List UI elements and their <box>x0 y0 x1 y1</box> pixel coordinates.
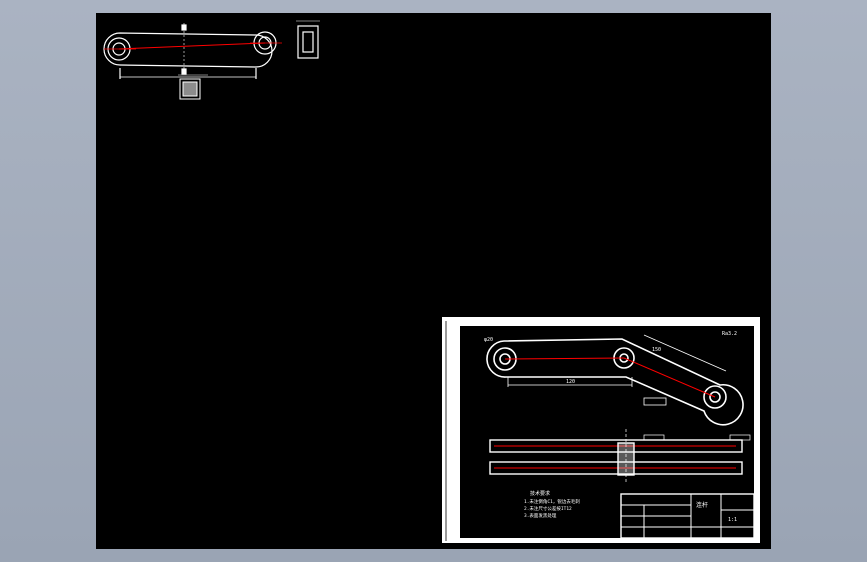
section-hatch <box>182 81 198 97</box>
section-mark-bottom <box>181 68 187 75</box>
cad-model-space[interactable]: 150 120 φ20 Ra3.2 技术要求 1.未注倒角C1，锐边去毛刺 2.… <box>96 13 771 549</box>
side-view-slot <box>302 31 314 53</box>
tech-req-line-1: 1.未注倒角C1，锐边去毛刺 <box>524 498 580 505</box>
bent-right-boss <box>703 385 727 409</box>
dim-label-b: 120 <box>566 379 575 385</box>
front-view-callout-box-a <box>643 434 665 441</box>
side-view-outline <box>297 25 319 59</box>
cad-canvas[interactable]: 150 120 φ20 Ra3.2 技术要求 1.未注倒角C1，锐边去毛刺 2.… <box>96 13 771 549</box>
straight-link-side-view[interactable] <box>296 20 320 59</box>
section-mark-top <box>181 24 187 31</box>
title-block-scale: 1:1 <box>728 517 737 523</box>
drawing-sheet[interactable]: 150 120 φ20 Ra3.2 技术要求 1.未注倒角C1，锐边去毛刺 2.… <box>442 317 760 543</box>
bent-centerline-a <box>504 357 625 360</box>
tech-req-line-3: 3.表面发黑处理 <box>524 512 557 519</box>
tech-req-title: 技术要求 <box>530 490 550 497</box>
bent-link-top-view <box>486 334 744 426</box>
title-block[interactable] <box>620 493 755 539</box>
title-block-name: 连杆 <box>696 501 708 509</box>
straight-link-outline <box>103 32 273 68</box>
bent-link-front-view <box>489 429 751 483</box>
surface-roughness-note: Ra3.2 <box>722 331 737 337</box>
bent-centerline-b <box>623 357 716 398</box>
bent-link-outline <box>486 338 744 426</box>
tolerance-frame <box>643 397 667 406</box>
section-outline <box>179 78 201 100</box>
front-view-callout-box-b <box>729 434 751 441</box>
straight-link-drawing[interactable] <box>103 23 282 79</box>
bent-right-hole <box>709 391 721 403</box>
front-view-lower-bar <box>489 461 743 475</box>
front-view-upper-bar <box>489 439 743 453</box>
straight-link-centerline <box>118 42 266 50</box>
tech-req-line-2: 2.未注尺寸公差按IT12 <box>524 505 572 512</box>
dim-label-a: φ20 <box>484 337 493 343</box>
bent-angle-dim <box>643 334 727 372</box>
dim-label-c: 150 <box>652 347 661 353</box>
straight-link-section-view[interactable] <box>178 74 208 100</box>
